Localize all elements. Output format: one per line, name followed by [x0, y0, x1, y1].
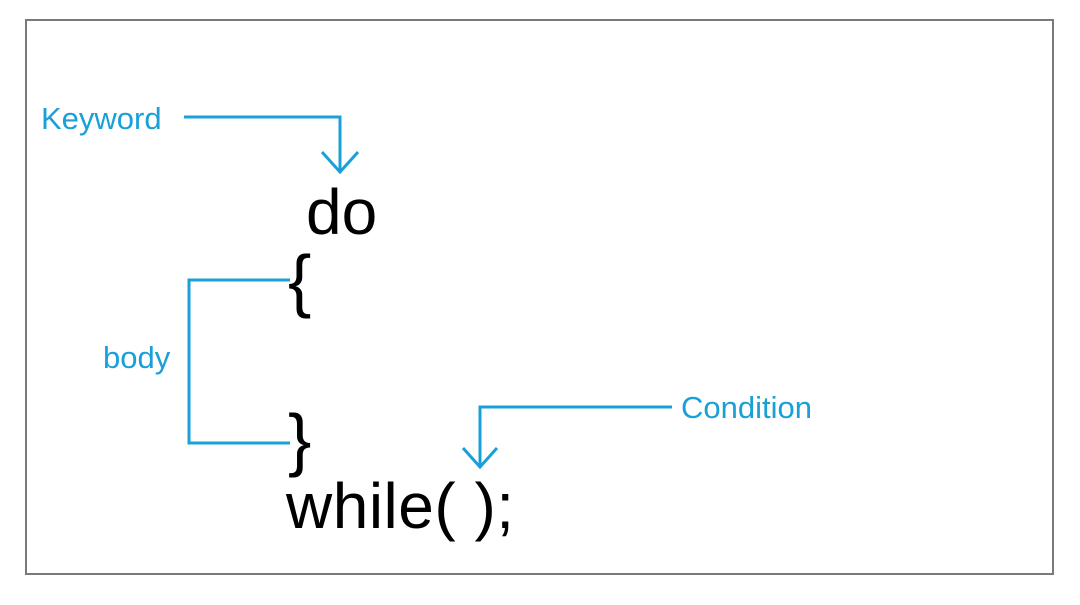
- diagram-frame: [25, 19, 1054, 575]
- body-label: body: [103, 340, 171, 375]
- condition-arrow-head: [461, 446, 499, 470]
- do-keyword: do: [306, 176, 378, 248]
- condition-arrow-line: [478, 405, 672, 465]
- keyword-arrow-head: [320, 150, 360, 175]
- condition-label: Condition: [681, 390, 812, 425]
- while-statement: while( );: [286, 470, 515, 542]
- keyword-arrow-line: [184, 115, 342, 170]
- keyword-label: Keyword: [41, 101, 162, 136]
- body-bracket: [187, 278, 290, 445]
- open-brace: {: [288, 241, 312, 319]
- close-brace: }: [288, 400, 312, 478]
